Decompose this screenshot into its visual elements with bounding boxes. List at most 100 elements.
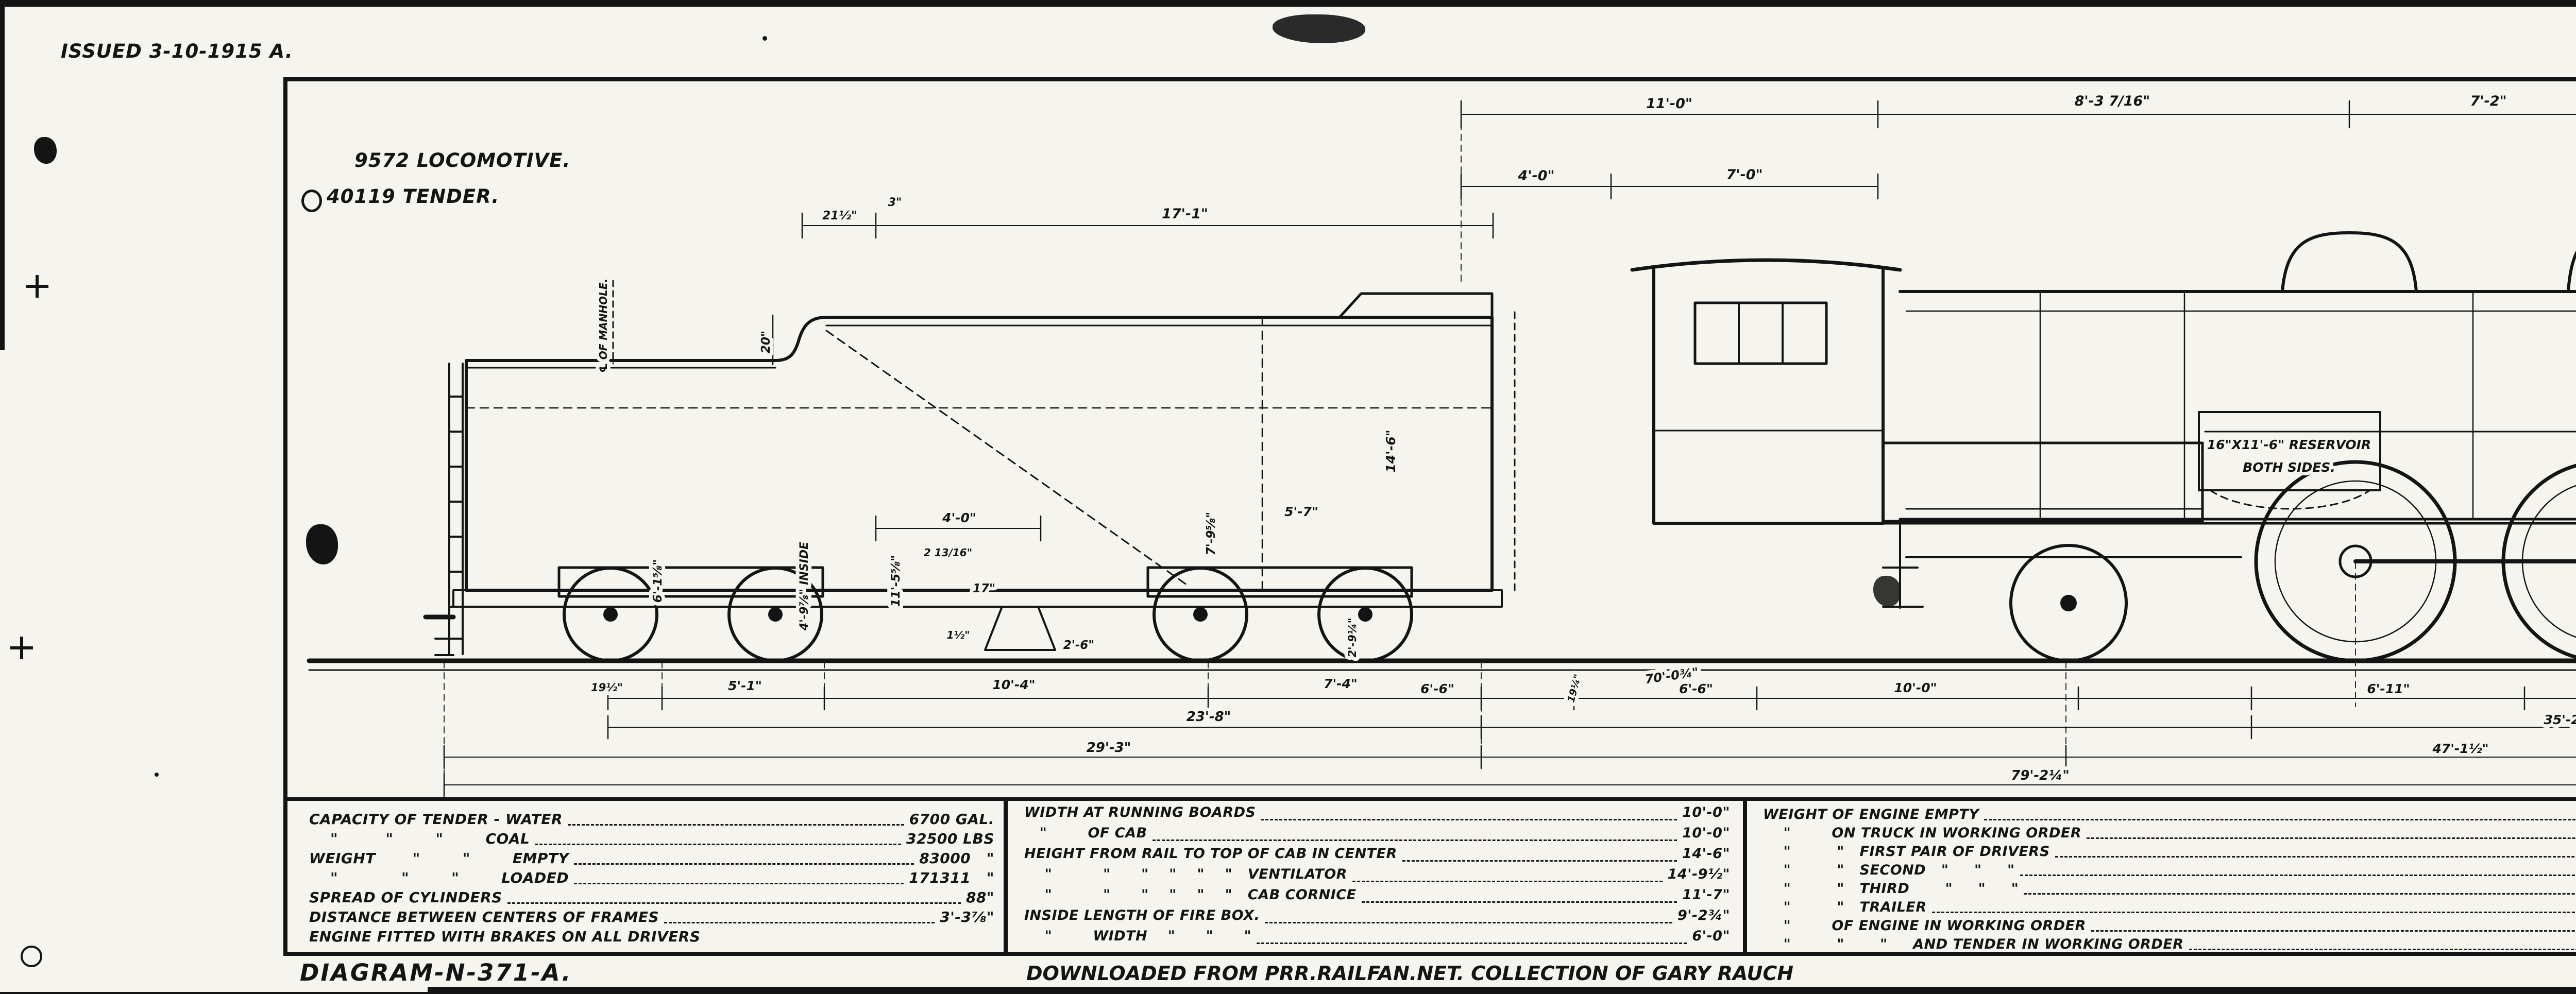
table-row: INSIDE LENGTH OF FIRE BOX.9'-2¾": [1024, 907, 1730, 928]
row-label: " " " COAL: [309, 830, 530, 847]
dimension-lines: [443, 100, 2576, 797]
dimension-label: 16"X11'-6" RESERVOIR: [2207, 437, 2371, 452]
leader-dashes: [568, 824, 904, 826]
dimension-label: 6'-1⅝": [651, 559, 665, 603]
leader-dashes: [1265, 922, 1672, 923]
dimension-label: 10'-0": [1894, 680, 1937, 695]
row-label: " " " AND TENDER IN WORKING ORDER: [1763, 936, 2184, 952]
table-row: " ON TRUCK IN WORKING ORDER46000 ": [1763, 825, 2576, 844]
dimension-label: 11'-0": [1646, 96, 1692, 112]
dimension-label: 17": [973, 582, 995, 595]
row-label: WIDTH AT RUNNING BOARDS: [1024, 804, 1256, 820]
dimension-label: 7'-9⅝": [1205, 512, 1218, 555]
row-value: 83000 ": [919, 850, 994, 867]
dimension-label: 6'-11": [2367, 681, 2410, 696]
leader-dashes: [1984, 819, 2576, 820]
row-label: WEIGHT OF ENGINE EMPTY: [1763, 807, 1979, 822]
dimension-label: 19¼": [1565, 673, 1584, 704]
dimension-label: 8'-3 7/16": [2075, 93, 2150, 109]
table-row: " WIDTH " " "6'-0": [1024, 928, 1730, 949]
table-row: " OF ENGINE IN WORKING ORDER288000 ": [1763, 918, 2576, 936]
row-value: 10'-0": [1682, 825, 1730, 841]
dimension-label: 19½": [591, 681, 623, 694]
dimension-label: 2 13/16": [924, 546, 972, 559]
dimension-label: 4'-0": [1517, 168, 1554, 184]
row-label: DISTANCE BETWEEN CENTERS OF FRAMES: [309, 909, 659, 926]
locomotive-drawing: 11'-0"8'-3 7/16"7'-2"5'-10½"6'-6"4'-0"7'…: [307, 90, 2576, 797]
leader-dashes: [1152, 839, 1677, 841]
scan-edge-bottom: [428, 987, 2576, 994]
table-row: HEIGHT FROM RAIL TO TOP OF CAB IN CENTER…: [1024, 846, 1730, 866]
table-row: " " TRAILER56000 ": [1763, 899, 2576, 918]
dimension-label: ℄ OF MANHOLE.: [597, 279, 609, 372]
table-row: " " " LOADED 171311 ": [309, 869, 994, 889]
dimension-label: 10'-4": [992, 677, 1035, 692]
locomotive-number: 9572 LOCOMOTIVE.: [354, 149, 571, 172]
dimension-label: 14'-6": [1383, 430, 1398, 472]
table-row: " " FIRST PAIR OF DRIVERS62000 ": [1763, 844, 2576, 862]
row-value: 3'-3⅞": [940, 909, 994, 926]
tender-outline: [423, 280, 1503, 656]
leader-dashes: [507, 902, 961, 904]
dimension-label: 11'-5⅝": [889, 555, 903, 607]
row-value: 171311 ": [909, 869, 994, 886]
leader-dashes: [535, 844, 901, 845]
ink-blot: [1873, 576, 1901, 607]
table-row: DISTANCE BETWEEN CENTERS OF FRAMES 3'-3⅞": [309, 909, 994, 928]
dimension-label: 5'-1": [728, 678, 762, 693]
firebox: [1882, 441, 2204, 523]
table-separator: [1004, 801, 1008, 956]
ink-blot: [306, 524, 338, 564]
row-label: " " SECOND " " ": [1763, 862, 2015, 878]
row-label: " " " LOADED: [309, 869, 569, 886]
dimension-labels: 11'-0"8'-3 7/16"7'-2"5'-10½"6'-6"4'-0"7'…: [587, 90, 2576, 787]
dimension-label: 7'-0": [1726, 167, 1762, 183]
dimension-label: 7'-2": [2470, 93, 2506, 109]
dimension-label: 17'-1": [1162, 206, 1208, 222]
rail-line: [307, 658, 2576, 671]
row-label: HEIGHT FROM RAIL TO TOP OF CAB IN CENTER: [1024, 846, 1397, 862]
table-row: ENGINE FITTED WITH BRAKES ON ALL DRIVERS: [309, 928, 994, 948]
table-row: " " SECOND " " "63000 ": [1763, 862, 2576, 881]
scan-edge-top: [0, 0, 2576, 7]
row-label: CAPACITY OF TENDER - WATER: [309, 811, 563, 828]
row-label: " ON TRUCK IN WORKING ORDER: [1763, 825, 2082, 841]
registration-mark: [21, 946, 42, 967]
diagram-number: DIAGRAM-N-371-A.: [300, 959, 572, 986]
dimension-label: 29'-3": [1087, 740, 1131, 756]
dimension-label: 2'-6": [1063, 639, 1095, 652]
scan-edge-bottom-left: [0, 992, 428, 994]
leader-dashes: [1261, 819, 1677, 820]
leader-dashes: [1361, 901, 1677, 903]
ink-blot: [34, 137, 57, 164]
leader-dashes: [574, 863, 914, 865]
dimension-label: 79'-2¼": [2011, 768, 2069, 783]
row-label: " " TRAILER: [1763, 899, 1927, 915]
row-value: 10'-0": [1682, 804, 1730, 820]
table-band-rule: [283, 797, 2576, 801]
issued-note: ISSUED 3-10-1915 A.: [61, 40, 293, 62]
leader-dashes: [574, 883, 904, 884]
leader-dashes: [1402, 860, 1677, 862]
row-label: ENGINE FITTED WITH BRAKES ON ALL DRIVERS: [309, 928, 701, 945]
dimension-label: 4'-9⅞" INSIDE: [798, 542, 811, 631]
row-label: SPREAD OF CYLINDERS: [309, 889, 502, 906]
row-label: " " FIRST PAIR OF DRIVERS: [1763, 844, 2050, 860]
dimension-label: 2'-9¼": [1346, 618, 1359, 657]
leader-dashes: [2024, 893, 2576, 895]
ink-smudge: [1273, 14, 1365, 43]
dimension-label: 21½": [822, 209, 857, 222]
dimension-label: 23'-8": [1187, 709, 1231, 725]
leader-dashes: [664, 922, 935, 923]
watermark-text: DOWNLOADED FROM PRR.RAILFAN.NET. COLLECT…: [1026, 962, 1794, 985]
table-engine-weights: WEIGHT OF ENGINE EMPTY257200 LBS. " ON T…: [1763, 807, 2576, 955]
steam-dome: [2567, 250, 2576, 293]
row-label: " " " " " " VENTILATOR: [1024, 866, 1347, 882]
